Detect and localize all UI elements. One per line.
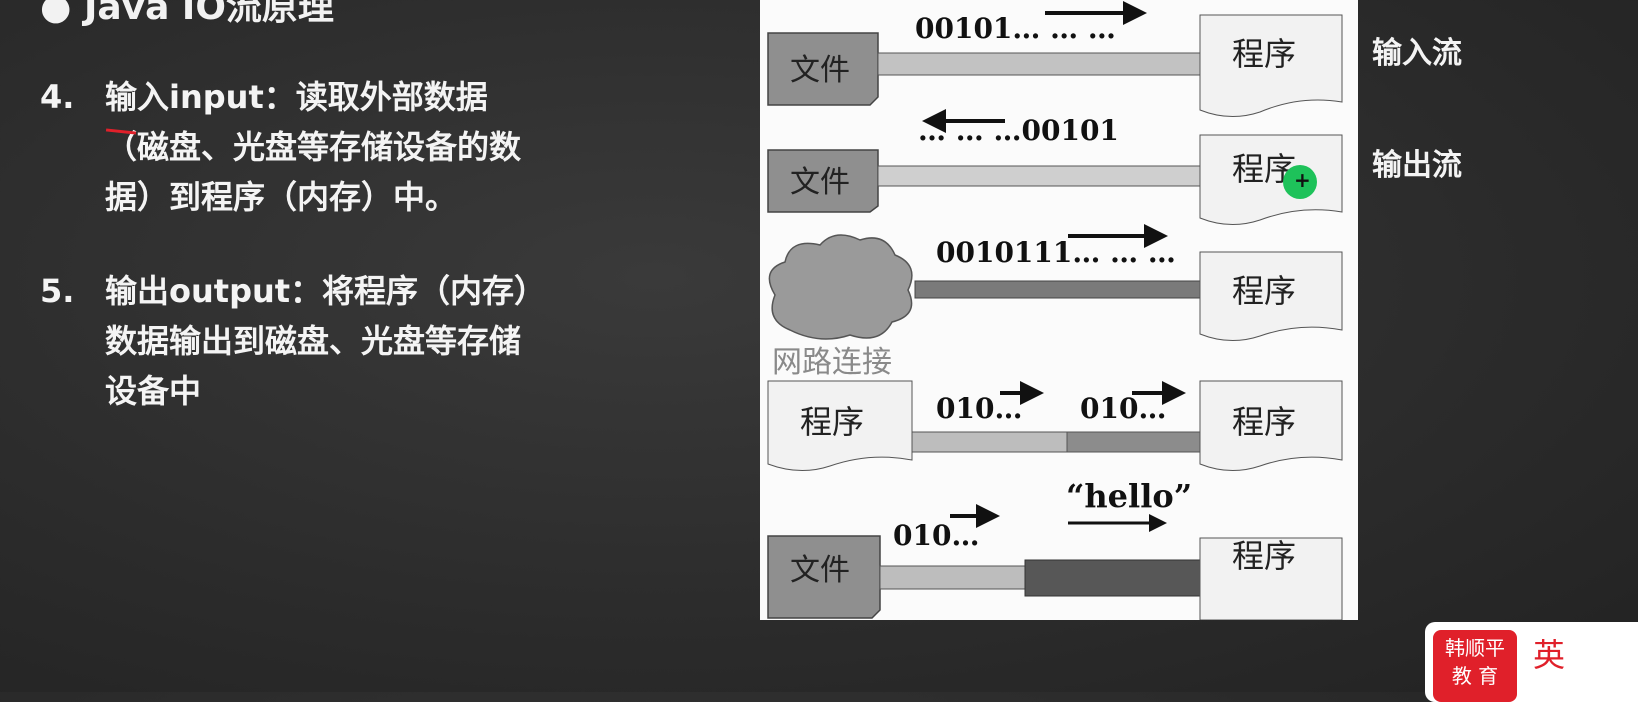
program-label: 程序	[1232, 403, 1296, 441]
file-label: 文件	[790, 53, 850, 88]
item-number: 4.	[40, 78, 75, 116]
file-icon	[767, 535, 881, 619]
pointer-cursor-icon: +	[1283, 165, 1317, 199]
row-input-stream: 文件 程序 00101… … …	[767, 1, 1343, 117]
io-stream-diagram: 文件 程序 00101… … … 文件 程序 … … …00101 程序 001…	[760, 0, 1358, 620]
stream-pipe	[879, 565, 1026, 590]
input-stream-label: 输入流	[1372, 36, 1462, 71]
cloud-icon	[768, 234, 913, 340]
item-line: 输出output：将程序（内存）	[105, 272, 547, 310]
logo-badge: 韩顺平 教 育	[1433, 630, 1517, 702]
data-label: 010…	[1080, 392, 1166, 425]
logo-extra-text: 英	[1533, 636, 1566, 674]
program-icon	[767, 380, 913, 472]
program-icon	[1199, 380, 1343, 471]
row-buffered-stream: 文件 程序 010… “hello”	[767, 477, 1343, 620]
logo-text: 教 育	[1451, 664, 1499, 688]
stream-pipe	[877, 165, 1201, 187]
program-label: 程序	[1232, 272, 1296, 310]
stream-pipe	[1066, 431, 1201, 453]
data-label: 010…	[893, 519, 979, 552]
program-icon	[1199, 134, 1343, 225]
network-label: 网路连接	[772, 345, 892, 380]
file-icon	[767, 149, 879, 213]
data-label: 0010111… … …	[936, 236, 1176, 269]
item-line: 设备中	[105, 372, 202, 410]
output-stream-label: 输出流	[1372, 148, 1462, 183]
item-line: 数据输出到磁盘、光盘等存储	[105, 322, 522, 360]
data-label: 010…	[936, 392, 1022, 425]
stream-pipe-buffered	[1024, 559, 1201, 597]
row-network-stream: 程序 0010111… … … 网路连接	[768, 224, 1343, 380]
brand-logo: 韩顺平 教 育 英	[1425, 622, 1638, 702]
data-label: 00101… … …	[915, 12, 1116, 45]
stream-pipe	[911, 431, 1068, 453]
row-output-stream: 文件 程序 … … …00101	[767, 109, 1343, 225]
stream-pipe	[877, 52, 1201, 76]
program-label: 程序	[1232, 537, 1296, 575]
logo-text: 韩顺平	[1445, 636, 1505, 660]
file-icon	[767, 32, 879, 106]
item-line: （磁盘、光盘等存储设备的数	[105, 128, 522, 166]
slide-title: ● Java IO流原理	[40, 0, 334, 28]
program-label: 程序	[1232, 35, 1296, 73]
item-number: 5.	[40, 272, 75, 310]
data-label: … … …00101	[918, 114, 1119, 147]
row-program-to-program: 程序 程序 010… 010…	[767, 380, 1343, 472]
program-icon	[1199, 537, 1343, 620]
program-label: 程序	[800, 403, 864, 441]
file-label: 文件	[790, 553, 850, 588]
data-label: “hello”	[1066, 477, 1192, 515]
item-line: 据）到程序（内存）中。	[105, 178, 458, 216]
program-icon	[1199, 14, 1343, 117]
item-line: 输入input：读取外部数据	[105, 78, 488, 116]
file-label: 文件	[790, 165, 850, 200]
stream-pipe	[914, 280, 1201, 299]
program-icon	[1199, 251, 1343, 341]
